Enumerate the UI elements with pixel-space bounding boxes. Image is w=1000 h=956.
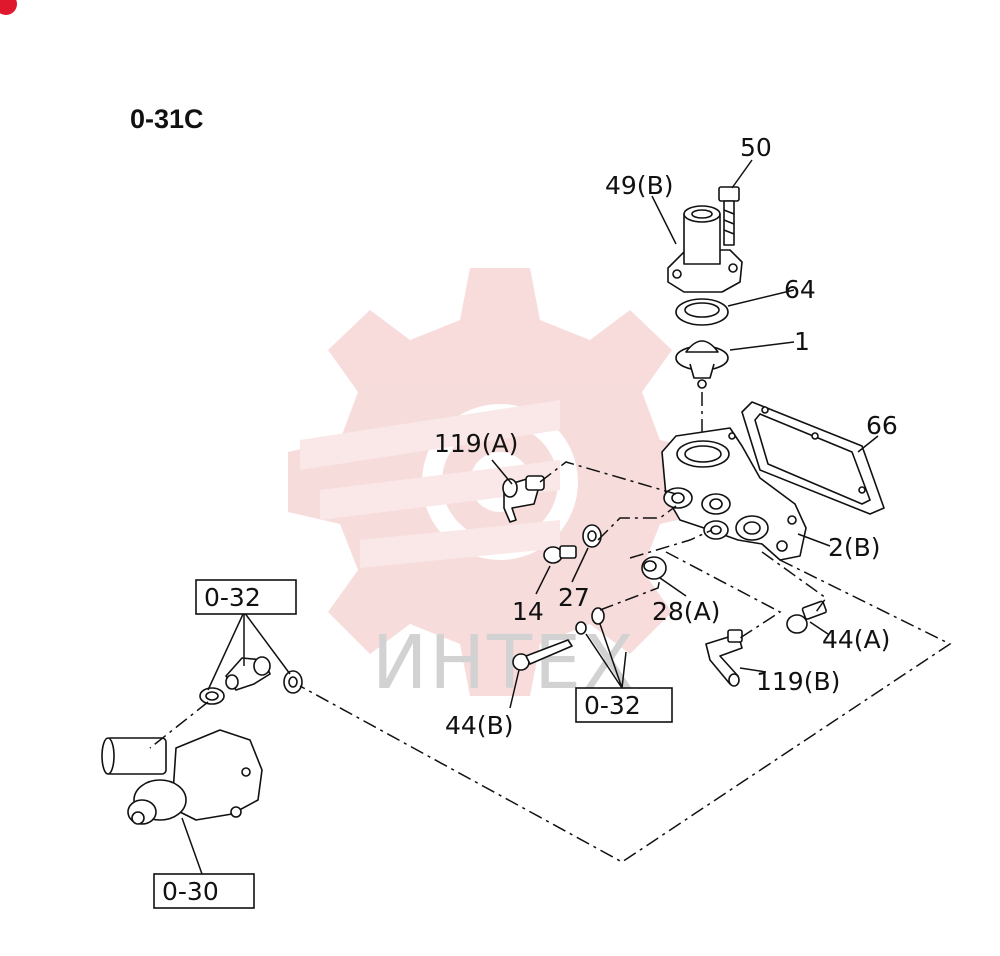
- reference-box-030: 0-30: [153, 873, 255, 909]
- plug-28a-part: [641, 556, 667, 580]
- reference-box-032-center: 0-32: [575, 687, 673, 723]
- part-label-50: 50: [740, 133, 772, 162]
- part-label-66: 66: [866, 411, 898, 440]
- part-label-119a: 119(A): [434, 429, 518, 458]
- washer-27-part: [582, 524, 602, 548]
- part-label-14: 14: [512, 597, 544, 626]
- reference-label-030: 0-30: [162, 877, 219, 906]
- part-label-44a: 44(A): [822, 625, 890, 654]
- elbow-fitting-119a-part: [502, 475, 545, 523]
- corner-badge-icon: [0, 0, 17, 15]
- bolt-14-part: [543, 545, 577, 564]
- part-label-28a: 28(A): [652, 597, 720, 626]
- bolt-50-part: [718, 186, 740, 246]
- part-label-49b: 49(B): [605, 171, 673, 200]
- hose-clamp-right-part: [283, 670, 303, 694]
- gasket-66-part: [741, 401, 885, 515]
- water-pump-part: [101, 729, 263, 825]
- bolt-44b-part: [512, 639, 573, 671]
- bypass-hose-part: [225, 656, 271, 691]
- part-label-64: 64: [784, 275, 816, 304]
- reference-label-032-center: 0-32: [584, 691, 641, 720]
- diagram-title: 0-31C: [130, 104, 204, 134]
- reference-label-032-left: 0-32: [204, 583, 261, 612]
- water-outlet-49b-part: [667, 205, 743, 293]
- washer-pair-part: [575, 607, 605, 635]
- part-label-119b: 119(B): [756, 667, 840, 696]
- reference-box-032-left: 0-32: [195, 579, 297, 615]
- part-label-2b: 2(B): [828, 533, 881, 562]
- thermostat-housing-2b-part: [661, 427, 807, 561]
- bolt-44a-part: [786, 600, 827, 634]
- part-label-44b: 44(B): [445, 711, 513, 740]
- part-label-27: 27: [558, 583, 590, 612]
- assembly-dash-lines: [149, 461, 952, 863]
- watermark-logo: [288, 268, 712, 696]
- hose-clamp-left-part: [199, 687, 225, 705]
- elbow-fitting-119b-part: [705, 629, 743, 687]
- thermostat-1-part: [675, 340, 729, 389]
- leader-lines: [181, 159, 879, 875]
- gasket-64-part: [675, 298, 729, 326]
- part-label-1: 1: [794, 327, 810, 356]
